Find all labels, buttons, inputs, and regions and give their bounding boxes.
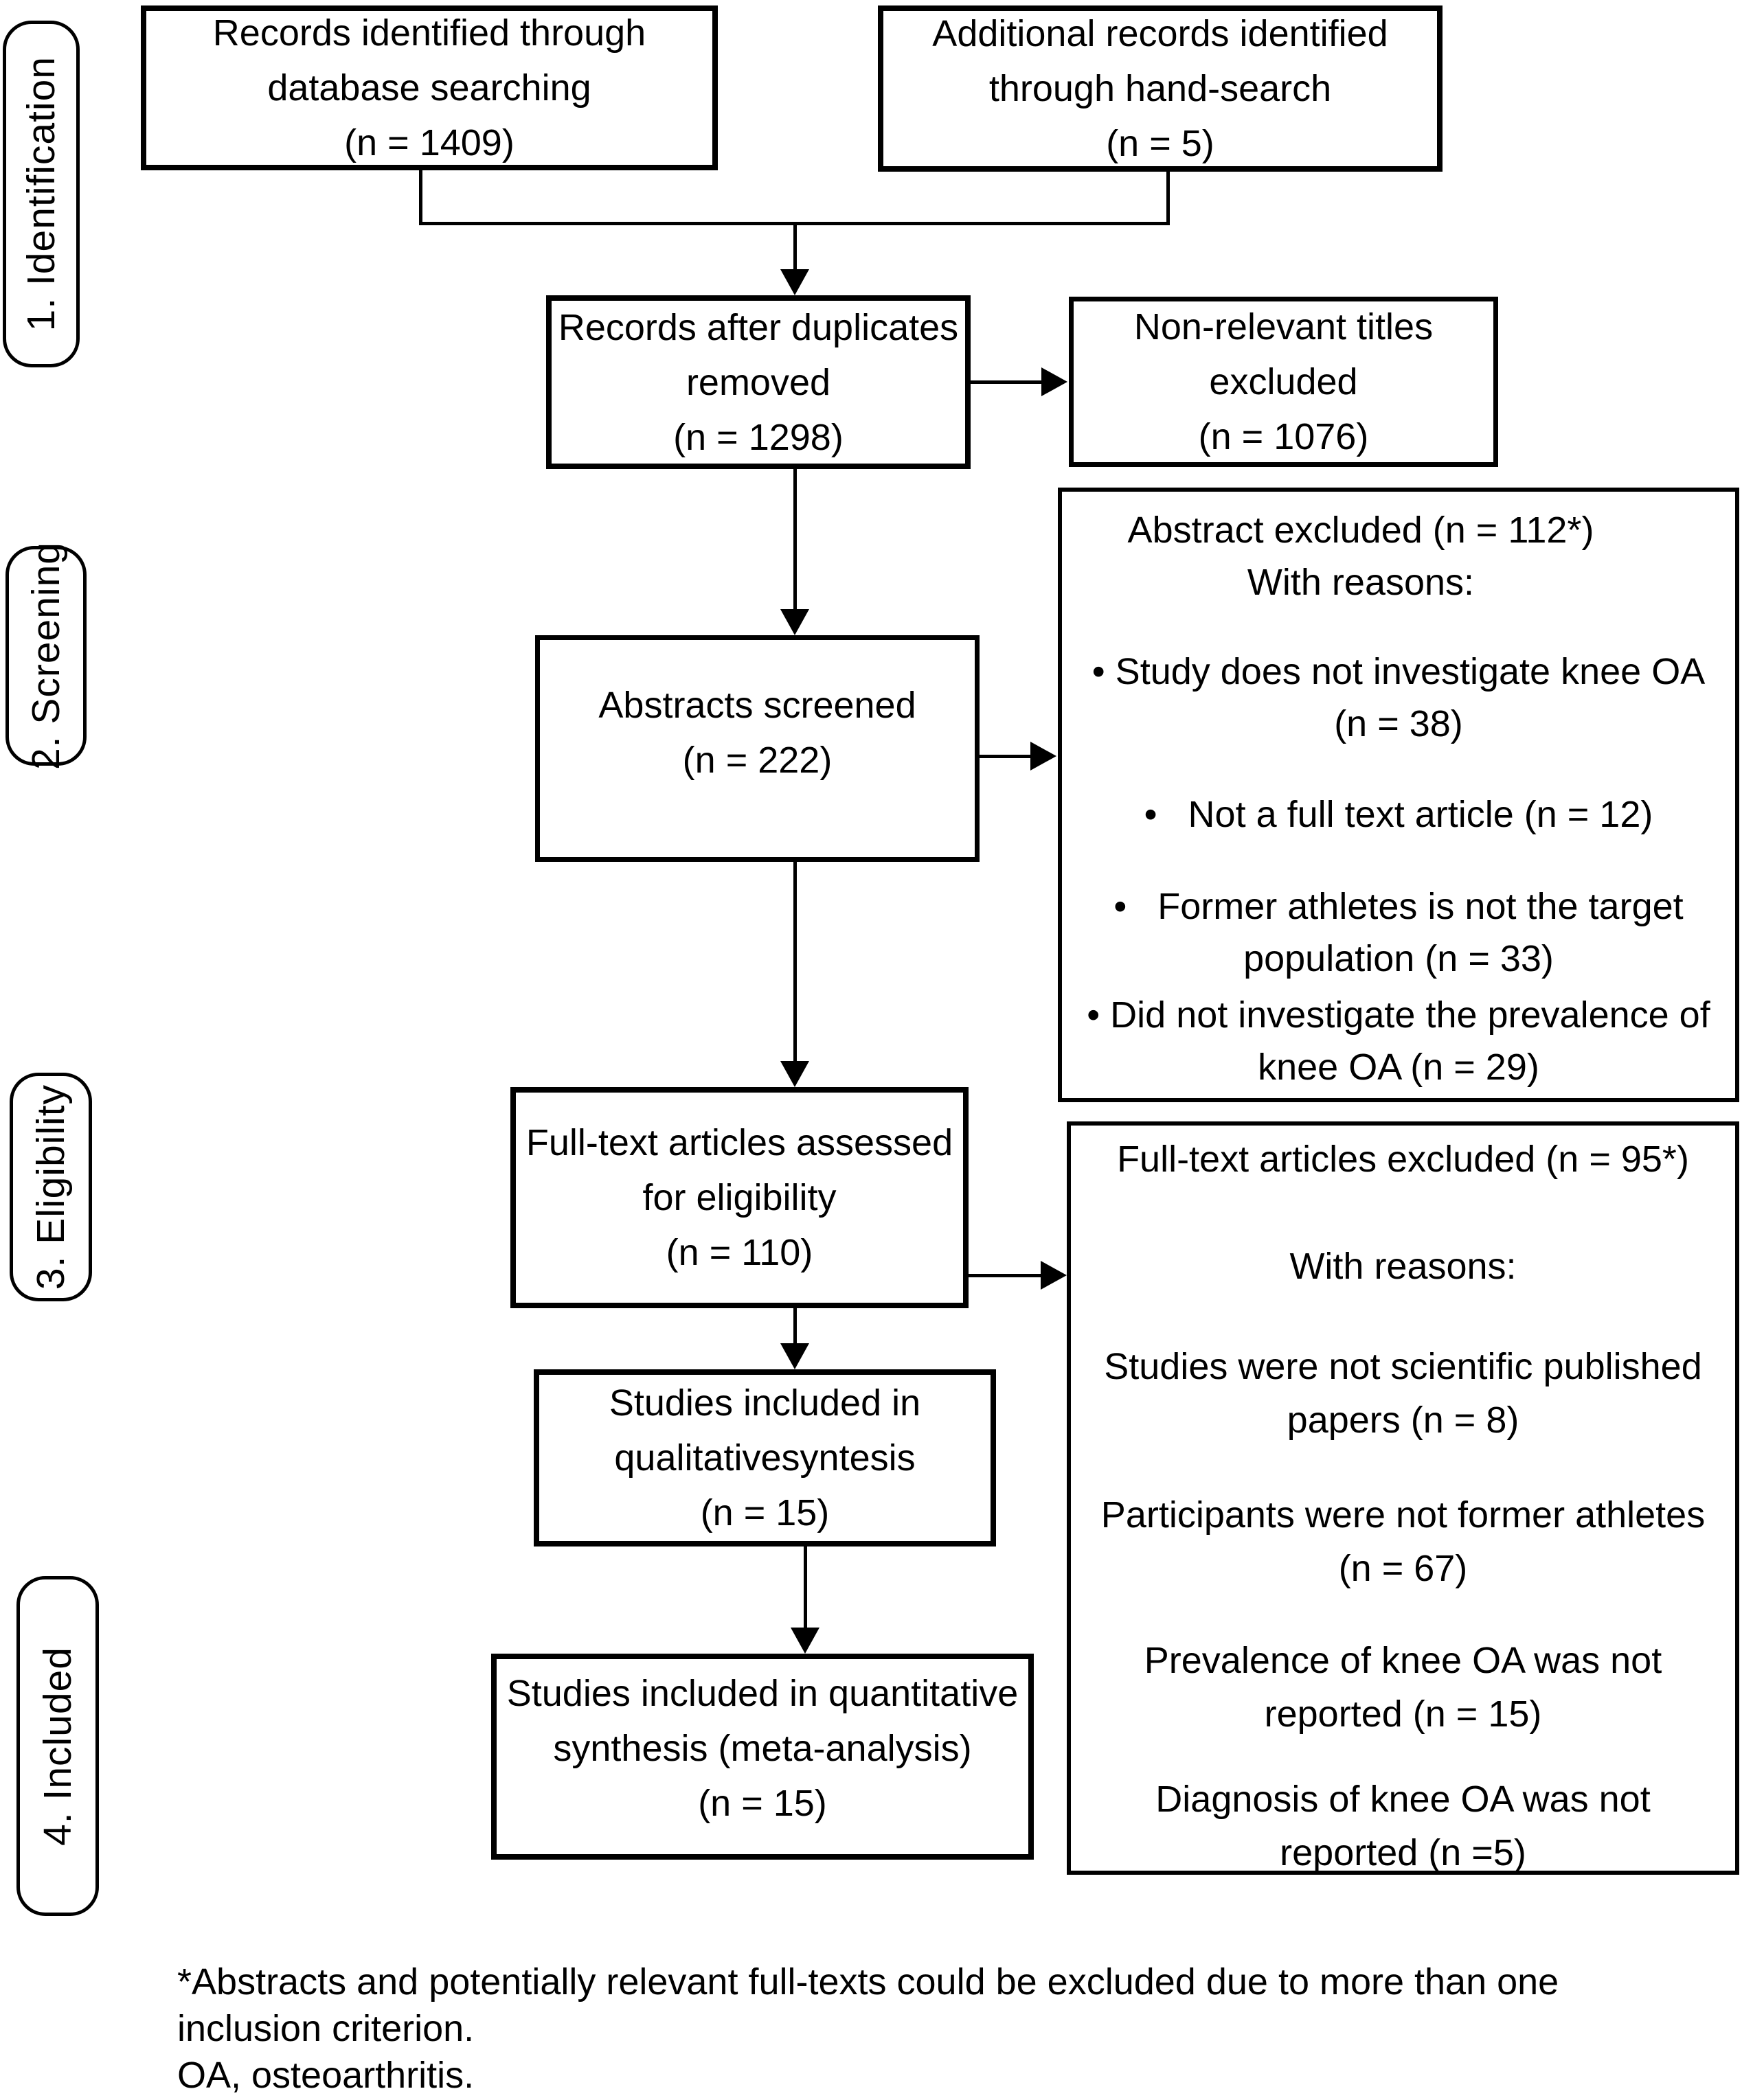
connector-merge-down [793, 222, 797, 271]
arrowhead-to-fulltext [780, 1061, 809, 1087]
connector-fulltext-to-qualitative [793, 1308, 797, 1345]
stage-identification-label: 1. Identification [19, 56, 63, 332]
abstract-excluded-reason-2: • Not a full text article (n = 12) [1144, 794, 1653, 835]
stage-screening-label: 2. Screening [24, 541, 68, 771]
box-abstracts-screened: Abstracts screened(n = 222) [535, 635, 980, 862]
connector-screened-right [980, 755, 1032, 758]
abstract-excluded-reason-1: • Study does not investigate knee OA(n =… [1091, 651, 1706, 744]
box-abstract-excluded-heading: Abstract excluded (n = 112*)With reasons… [1127, 510, 1594, 603]
arrowhead-to-titles-excluded [1041, 367, 1067, 396]
connector-screened-to-fulltext [793, 862, 797, 1062]
arrowhead-to-duplicates [780, 269, 809, 295]
box-abstracts-screened-text: Abstracts screened(n = 222) [598, 685, 916, 781]
stage-screening: 2. Screening [5, 542, 87, 770]
fulltext-excluded-reason-2: Participants were not former athletes(n … [1100, 1494, 1706, 1589]
box-fulltext-excluded: Full-text articles excluded (n = 95*) Wi… [1067, 1121, 1739, 1875]
box-fulltext-excluded-heading: Full-text articles excluded (n = 95*) [1117, 1139, 1689, 1180]
arrowhead-to-quantitative [791, 1628, 819, 1654]
arrowhead-to-qualitative [780, 1343, 809, 1369]
connector-duplicates-to-screened [793, 469, 797, 610]
connector-fulltext-right [969, 1274, 1042, 1277]
stage-included-label: 4. Included [36, 1646, 80, 1846]
box-abstract-excluded: Abstract excluded (n = 112*)With reasons… [1058, 488, 1739, 1102]
stage-included: 4. Included [16, 1576, 99, 1916]
box-fulltext-excluded-subheading: With reasons: [1289, 1246, 1517, 1287]
footnote: *Abstracts and potentially relevant full… [177, 1961, 1559, 2096]
arrowhead-to-fulltext-excluded [1041, 1261, 1067, 1290]
connector-hand-down [1166, 172, 1170, 225]
stage-eligibility: 3. Eligibility [10, 1073, 92, 1301]
stage-identification: 1. Identification [3, 21, 80, 367]
arrowhead-to-screened [780, 609, 809, 635]
arrowhead-to-abstract-excluded [1030, 742, 1056, 771]
connector-duplicates-right [971, 380, 1043, 384]
connector-db-down [419, 170, 422, 225]
connector-qualitative-to-quantitative [804, 1547, 807, 1629]
stage-eligibility-label: 3. Eligibility [29, 1084, 73, 1290]
